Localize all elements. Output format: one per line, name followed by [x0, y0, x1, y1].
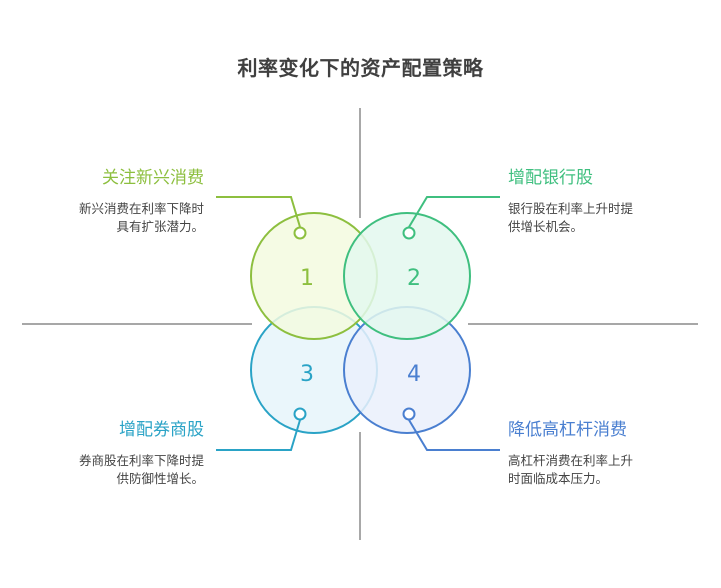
quadrant-3-description: 券商股在利率下降时提 供防御性增长。 — [79, 452, 204, 488]
connector-3 — [216, 419, 301, 451]
quadrant-3-heading: 增配券商股 — [119, 420, 204, 440]
quadrant-2-description-line: 银行股在利率上升时提 — [508, 201, 634, 216]
circle-number-4: 4 — [407, 362, 421, 387]
quadrant-3-description-line: 券商股在利率下降时提 — [78, 453, 204, 468]
quadrant-2-heading: 增配银行股 — [508, 168, 593, 188]
connector-1 — [216, 196, 301, 228]
circle-number-1: 1 — [300, 266, 314, 291]
connector-dot-1 — [293, 226, 307, 240]
circle-number-2: 2 — [407, 266, 421, 291]
diagram-title: 利率变化下的资产配置策略 — [237, 56, 484, 80]
quadrant-4-description: 高杠杆消费在利率上升 时面临成本压力。 — [508, 452, 633, 488]
quadrant-2-description: 银行股在利率上升时提 供增长机会。 — [508, 200, 633, 236]
circle-2 — [343, 212, 471, 340]
connector-2 — [408, 196, 500, 228]
connector-dot-4 — [402, 407, 416, 421]
quadrant-3-description-line: 供防御性增长。 — [116, 471, 204, 486]
quadrant-1-description: 新兴消费在利率下降时 具有扩张潜力。 — [79, 200, 204, 236]
connector-dot-2 — [402, 226, 416, 240]
connector-dot-3 — [293, 407, 307, 421]
quadrant-4-description-line: 高杠杆消费在利率上升 — [508, 453, 634, 468]
quadrant-4-heading: 降低高杠杆消费 — [508, 420, 627, 440]
quadrant-1-description-line: 新兴消费在利率下降时 — [78, 201, 204, 216]
quadrant-1-heading: 关注新兴消费 — [102, 168, 204, 188]
connector-4 — [408, 419, 500, 451]
circle-number-3: 3 — [300, 362, 314, 387]
quadrant-1-description-line: 具有扩张潜力。 — [116, 219, 204, 234]
quadrant-4-description-line: 时面临成本压力。 — [508, 471, 609, 486]
quadrant-2-description-line: 供增长机会。 — [508, 219, 584, 234]
